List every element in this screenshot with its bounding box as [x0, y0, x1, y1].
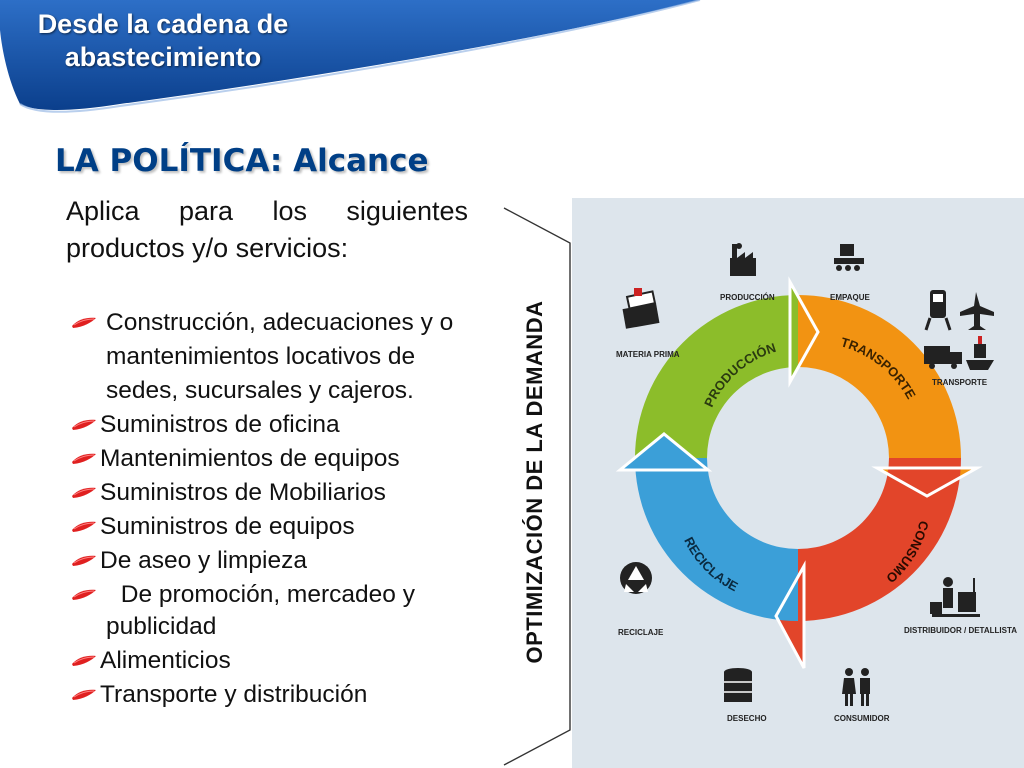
node-label-produccion: PRODUCCIÓN [720, 293, 775, 302]
red-brush-stroke-icon [68, 408, 100, 442]
red-brush-stroke-icon [68, 678, 100, 712]
header-band [0, 0, 701, 113]
red-brush-stroke-icon [68, 306, 100, 340]
segment-transporte [798, 295, 961, 458]
node-label-consumidor: CONSUMIDOR [834, 714, 890, 723]
demand-optimization-label: OPTIMIZACIÓN DE LA DEMANDA [522, 300, 547, 664]
factory-icon [730, 243, 756, 276]
red-brush-stroke-icon [68, 544, 100, 578]
bullet-text: De promoción, mercadeo y [114, 581, 415, 608]
node-label-materia-prima: MATERIA PRIMA [616, 350, 680, 359]
list-item: Mantenimientos de equipos [68, 442, 478, 476]
intro-text: Aplica para los siguientes productos y/o… [66, 196, 468, 263]
consumer-icon [842, 668, 870, 706]
waste-icon [724, 668, 752, 702]
bullet-text: publicidad [106, 613, 217, 640]
distributor-icon [930, 577, 980, 617]
slide-title: LA POLÍTICA: Alcance [55, 143, 429, 179]
list-item: De aseo y limpieza [68, 544, 478, 578]
node-label-empaque: EMPAQUE [830, 293, 870, 302]
list-item: Suministros de oficina [68, 408, 478, 442]
list-item: Transporte y distribución [68, 678, 478, 712]
bullet-text: Alimenticios [100, 647, 231, 674]
demand-chevron-arrow [503, 207, 571, 766]
red-brush-stroke-icon [68, 510, 100, 544]
segment-reciclaje [635, 458, 798, 621]
transport-icons [924, 290, 994, 370]
list-item: De promoción, mercadeo y [68, 578, 478, 612]
node-label-distribuidor: DISTRIBUIDOR / DETALLISTA [904, 626, 1018, 635]
header-title: Desde la cadena de abastecimiento [37, 9, 289, 72]
raw-material-icon [622, 288, 660, 329]
bullet-text: Suministros de oficina [100, 411, 340, 438]
red-brush-stroke-icon [68, 644, 100, 678]
node-label-transporte: TRANSPORTE [932, 378, 988, 387]
node-label-reciclaje: RECICLAJE [618, 628, 664, 637]
supply-chain-cycle-diagram: PRODUCCIÓN TRANSPORTE CONSUMO RECICLAJE [572, 198, 1024, 768]
packaging-icon [834, 244, 864, 271]
red-brush-stroke-icon [68, 578, 100, 612]
node-label-desecho: DESECHO [727, 714, 767, 723]
red-brush-stroke-icon [68, 442, 100, 476]
bullet-text: Mantenimientos de equipos [100, 445, 400, 472]
bullet-text: Construcción, adecuaciones y o mantenimi… [106, 309, 454, 404]
bullet-text: Suministros de equipos [100, 513, 355, 540]
segment-produccion [635, 295, 798, 458]
list-item: Suministros de equipos [68, 510, 478, 544]
red-brush-stroke-icon [68, 476, 100, 510]
list-item: Construcción, adecuaciones y o mantenimi… [68, 306, 478, 408]
bullet-list: Construcción, adecuaciones y o mantenimi… [68, 306, 478, 712]
list-item-continuation: publicidad [68, 610, 478, 644]
bullet-text: De aseo y limpieza [100, 547, 307, 574]
bullet-text: Suministros de Mobiliarios [100, 479, 386, 506]
list-item: Suministros de Mobiliarios [68, 476, 478, 510]
recycle-icon [620, 562, 652, 594]
segment-consumo [798, 458, 961, 621]
bullet-text: Transporte y distribución [100, 681, 368, 708]
list-item: Alimenticios [68, 644, 478, 678]
